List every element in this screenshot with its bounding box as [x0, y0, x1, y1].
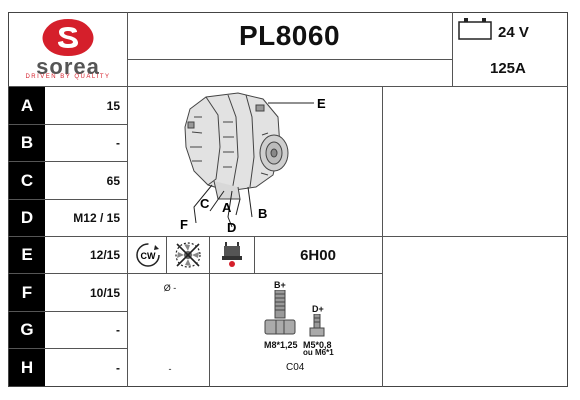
divider	[8, 199, 127, 200]
divider	[8, 311, 127, 312]
pulley-extra: -	[168, 364, 172, 374]
connector-code: C04	[286, 362, 305, 373]
regulator-icon	[218, 242, 246, 273]
divider	[382, 86, 383, 387]
spec-value: 10/15	[89, 285, 120, 300]
spec-letter: F	[9, 274, 45, 311]
spec-letter: D	[9, 200, 45, 236]
b-plus-thread: M8*1,25	[264, 340, 298, 350]
d-plus-alt-thread: ou M6*1	[303, 348, 334, 357]
brand-logo: sorea DRIVEN BY QUALITY	[14, 16, 122, 82]
divider	[8, 236, 568, 237]
divider	[8, 86, 568, 87]
spec-value: M12 / 15	[73, 211, 120, 225]
divider	[254, 236, 255, 273]
spec-value: -	[116, 323, 120, 337]
label-b: B	[258, 206, 267, 221]
spec-letter: G	[9, 312, 45, 348]
divider	[8, 161, 127, 162]
d-plus-label: D+	[312, 304, 324, 314]
spec-value: 15	[106, 98, 120, 113]
regulator-code: 6H00	[300, 246, 336, 264]
b-plus-stud-icon	[264, 290, 296, 335]
divider	[8, 348, 127, 349]
d-plus-stud-icon	[309, 314, 325, 337]
label-f: F	[180, 217, 188, 232]
divider	[209, 236, 210, 387]
rotation-icon: CW	[135, 242, 161, 273]
spec-letter: H	[9, 349, 45, 386]
voltage: 24 V	[498, 24, 529, 41]
label-c: C	[200, 196, 210, 211]
divider	[127, 12, 128, 387]
spec-letter: E	[9, 237, 45, 273]
label-e: E	[317, 96, 326, 111]
fan-crossed-icon	[174, 241, 202, 274]
divider	[452, 12, 453, 86]
spec-value: 65	[106, 173, 120, 188]
b-plus-label: B+	[274, 280, 286, 290]
part-number: PL8060	[238, 20, 341, 51]
spec-value: -	[116, 136, 120, 150]
divider	[166, 236, 167, 273]
sorea-emblem	[42, 19, 94, 56]
divider	[8, 273, 382, 274]
divider	[8, 124, 127, 125]
rotation-label: CW	[141, 251, 156, 261]
spec-letter: A	[9, 87, 45, 124]
label-a: A	[222, 200, 232, 215]
pulley-diameter: Ø -	[163, 283, 177, 293]
terminal-diagram: B+ D+ M8*1,25 M5*0,8 ou M6*1 C04	[210, 274, 382, 386]
divider	[127, 59, 452, 60]
spec-value: -	[116, 360, 120, 375]
spec-value: 12/15	[89, 248, 120, 262]
spec-letter: B	[9, 125, 45, 161]
alternator-diagram: E C A B F D	[128, 87, 381, 235]
battery-icon	[458, 17, 492, 46]
d-plus-thread: M5*0,8	[303, 340, 332, 350]
spec-letter: C	[9, 162, 45, 199]
brand-name: sorea	[36, 54, 100, 79]
label-d: D	[227, 220, 236, 235]
amperage: 125A	[490, 60, 526, 77]
brand-tagline: DRIVEN BY QUALITY	[25, 74, 111, 80]
